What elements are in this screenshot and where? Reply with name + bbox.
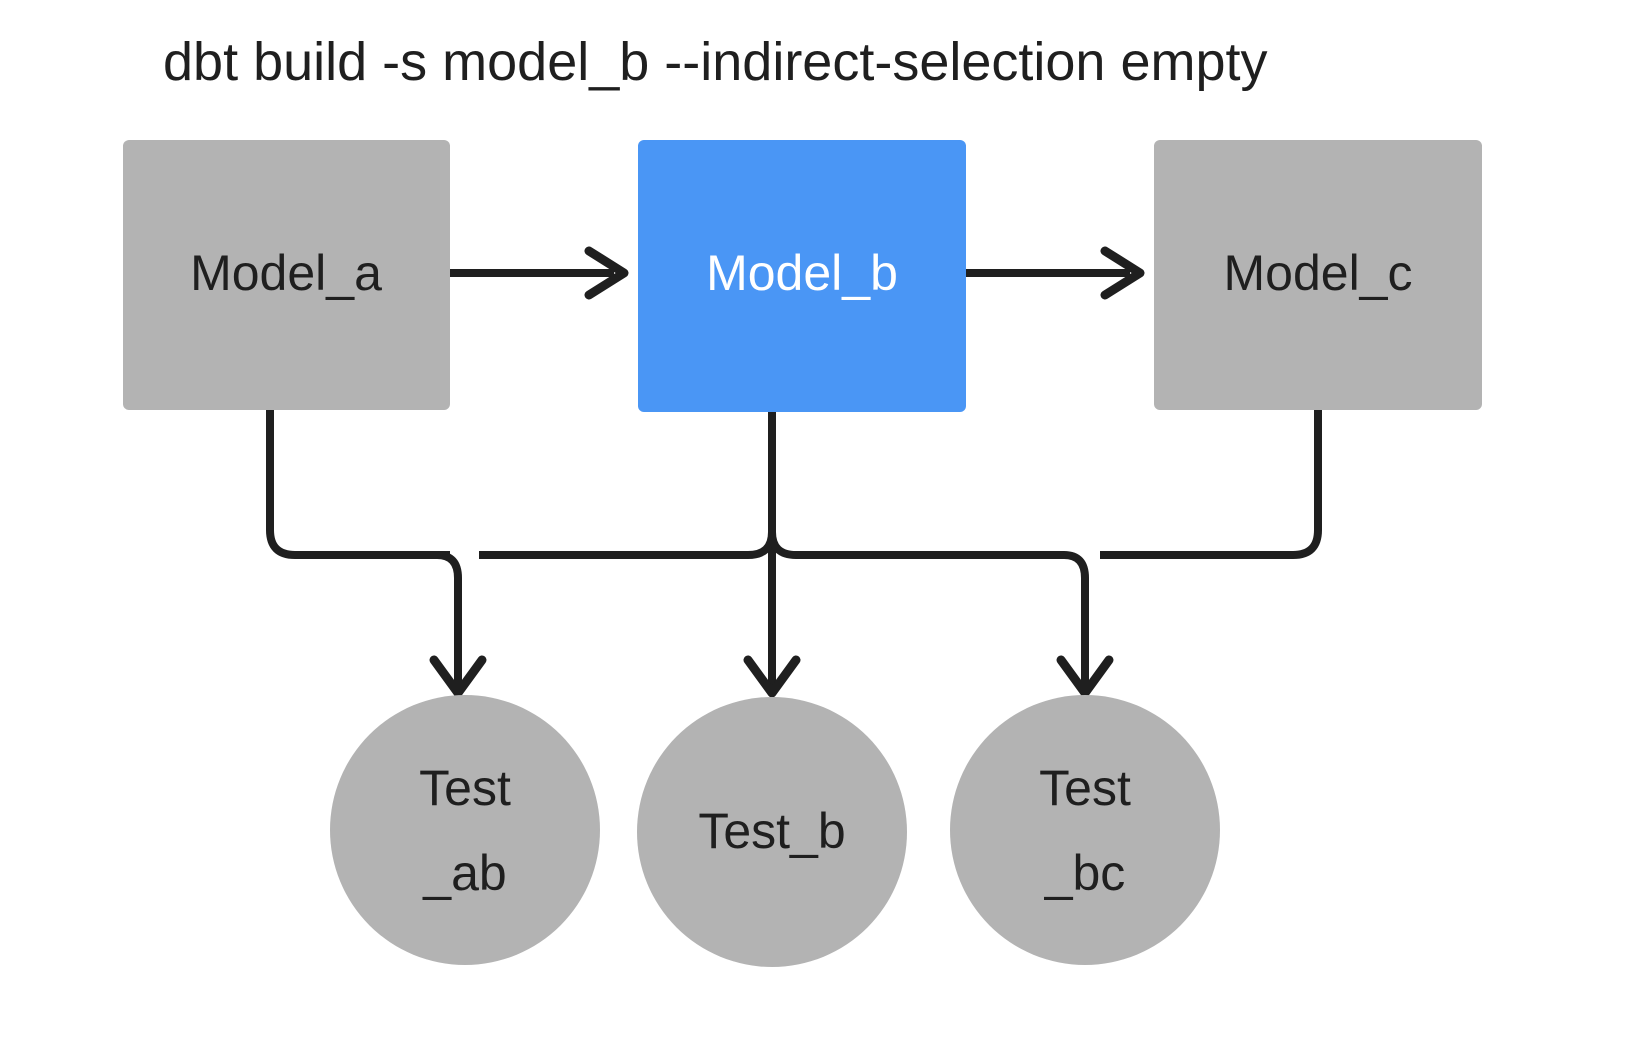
edge-bus-left-segment (295, 531, 1064, 690)
arrowhead-icon (743, 655, 801, 698)
edge-model-a-to-model-b (450, 246, 629, 300)
model-b-label: Model_b (706, 245, 898, 301)
test-node-test-b[interactable]: Test_b (637, 697, 907, 967)
edge-model-b-to-test-b (743, 412, 801, 698)
edge-bus-to-test-ab (429, 655, 487, 698)
arrowhead-icon (584, 246, 629, 300)
arrowhead-icon (1100, 246, 1145, 300)
model-c-label: Model_c (1224, 245, 1413, 301)
model-node-model-c[interactable]: Model_c (1154, 140, 1482, 410)
test-ab-shape[interactable] (330, 695, 600, 965)
edge-line (1063, 551, 1089, 690)
arrowhead-icon (429, 655, 487, 698)
edge-line (266, 410, 450, 559)
test-ab-label-line2: _ab (422, 845, 506, 901)
edge-model-b-to-model-c (966, 246, 1145, 300)
test-bc-label-line2: _bc (1044, 845, 1126, 901)
model-node-model-a[interactable]: Model_a (123, 140, 450, 410)
edge-layer (266, 246, 1322, 698)
model-c-shape[interactable] (1154, 140, 1482, 410)
test-node-test-ab[interactable]: Test _ab (330, 695, 600, 965)
test-b-label-line1: Test_b (698, 803, 845, 859)
model-b-shape[interactable] (638, 140, 966, 412)
arrowhead-icon (1056, 655, 1114, 698)
test-bc-shape[interactable] (950, 695, 1220, 965)
test-b-shape[interactable] (637, 697, 907, 967)
edge-model-c-to-bus (1100, 410, 1322, 559)
edge-line (295, 551, 462, 690)
edge-bus-to-test-bc (1056, 551, 1293, 698)
edge-line (479, 531, 776, 559)
edge-model-a-to-bus (266, 410, 450, 559)
test-node-test-bc[interactable]: Test _bc (950, 695, 1220, 965)
test-ab-label-line1: Test (419, 760, 511, 816)
model-node-model-b[interactable]: Model_b (638, 140, 966, 412)
model-a-shape[interactable] (123, 140, 450, 410)
diagram-title: dbt build -s model_b --indirect-selectio… (163, 32, 1268, 92)
edge-line (768, 531, 1064, 559)
test-bc-label-line1: Test (1039, 760, 1131, 816)
edge-line (1100, 410, 1322, 559)
model-a-label: Model_a (190, 245, 382, 301)
